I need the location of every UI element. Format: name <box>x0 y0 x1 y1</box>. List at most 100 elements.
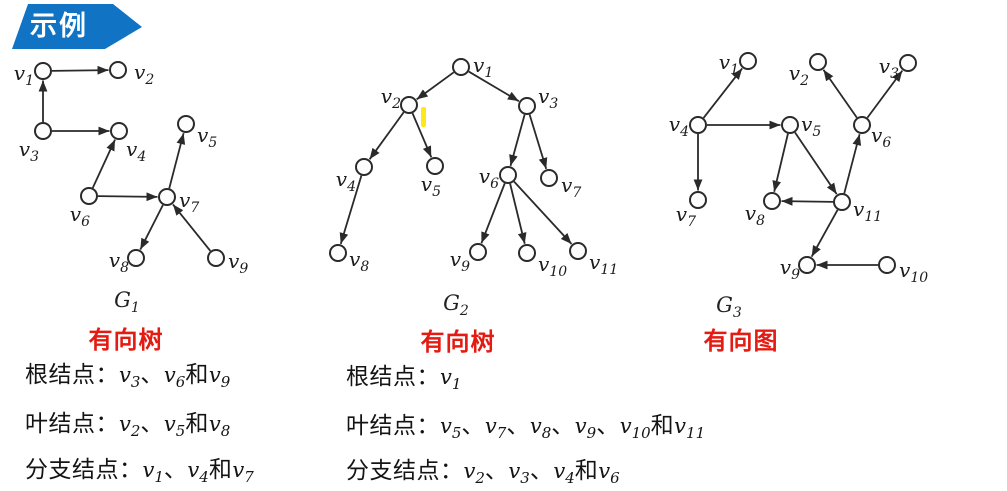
note-root-nodes-g1: 根结点：v3、v6和v9 <box>25 361 231 392</box>
graph-type-label-g1: 有向树 <box>88 327 164 354</box>
node-label-v2-g3: v2 <box>789 61 809 89</box>
node-label-v1-g3: v1 <box>719 50 739 78</box>
edge-v5-v11-g3 <box>794 131 838 195</box>
node-v9-g2 <box>469 243 487 261</box>
vertex-ref: v8 <box>529 414 552 443</box>
vertex-ref: v2 <box>119 412 141 441</box>
vertex-ref: v6 <box>163 363 186 392</box>
node-v2-g1 <box>109 61 127 79</box>
node-v10-g2 <box>518 244 536 262</box>
graph-caption-g1: G1 <box>114 288 140 317</box>
vertex-ref: v4 <box>187 458 209 487</box>
node-v2-g3 <box>809 53 827 71</box>
node-label-v3-g3: v3 <box>879 54 899 82</box>
graph-caption-g3: G3 <box>716 293 742 322</box>
node-v7-g1 <box>158 188 176 206</box>
vertex-ref: v10 <box>619 414 651 443</box>
vertex-ref: v5 <box>163 412 186 441</box>
edge-v1-v2-g1 <box>51 65 109 75</box>
vertex-ref: v8 <box>208 412 231 441</box>
node-label-v4-g3: v4 <box>669 112 689 140</box>
node-label-v10-g3: v10 <box>899 258 928 286</box>
edge-v6-v7-g1 <box>97 192 158 202</box>
node-label-v6-g2: v6 <box>479 164 499 192</box>
note-root-nodes-g2: 根结点：v1 <box>346 363 462 394</box>
vertex-ref: v3 <box>508 459 530 488</box>
node-label-v8-g3: v8 <box>745 201 765 229</box>
node-v3-g1 <box>34 122 52 140</box>
vertex-ref: v2 <box>463 459 485 488</box>
edge-v6-v10-g2 <box>509 183 527 244</box>
node-v4-g3 <box>689 116 707 134</box>
node-label-v5-g2: v5 <box>421 172 441 200</box>
vertex-ref: v9 <box>208 363 231 392</box>
node-v3-g3 <box>899 54 917 72</box>
edge-v9-v7-g1 <box>172 203 212 252</box>
node-label-v1-g1: v1 <box>14 61 34 89</box>
node-v11-g2 <box>569 242 587 260</box>
vertex-ref: v11 <box>674 414 706 443</box>
edge-v11-v6-g3 <box>843 133 862 194</box>
node-label-v11-g3: v11 <box>853 197 882 225</box>
node-label-v8-g2: v8 <box>349 247 369 275</box>
node-label-v4-g2: v4 <box>336 167 356 195</box>
node-v8-g2 <box>329 244 347 262</box>
node-v9-g1 <box>207 249 225 267</box>
edge-v4-v8-g2 <box>339 175 363 245</box>
note-leaf-nodes-g1: 叶结点：v2、v5和v8 <box>25 410 231 441</box>
vertex-ref: v7 <box>484 414 507 443</box>
edge-v7-v5-g1 <box>168 132 186 189</box>
edge-v3-v6-g2 <box>509 114 526 167</box>
node-label-v5-g3: v5 <box>801 112 821 140</box>
node-v6-g2 <box>499 166 517 184</box>
edge-v6-v11-g2 <box>513 181 573 245</box>
node-v1-g1 <box>34 62 52 80</box>
node-label-v9-g2: v9 <box>450 247 470 275</box>
node-label-v8-g1: v8 <box>109 248 129 276</box>
vertex-ref: v7 <box>232 458 254 487</box>
edge-v11-v9-g3 <box>810 209 839 258</box>
node-label-v11-g2: v11 <box>589 250 618 278</box>
edge-v2-v4-g2 <box>368 111 405 160</box>
node-label-v3-g2: v3 <box>538 84 558 112</box>
node-label-v3-g1: v3 <box>19 137 39 165</box>
example-badge: 示例 <box>12 4 142 49</box>
node-label-v2-g2: v2 <box>381 84 401 112</box>
edge-v1-v2-g2 <box>416 71 455 101</box>
node-v7-g2 <box>540 169 558 187</box>
node-v4-g2 <box>355 158 373 176</box>
node-v5-g1 <box>177 115 195 133</box>
edge-v6-v3-g3 <box>866 70 904 119</box>
edge-v4-v1-g3 <box>702 67 743 119</box>
node-label-v2-g1: v2 <box>134 60 154 88</box>
node-v8-g1 <box>127 249 145 267</box>
node-label-v4-g1: v4 <box>126 137 146 165</box>
edge-v6-v2-g3 <box>822 69 858 119</box>
node-v3-g2 <box>518 97 536 115</box>
edge-v6-v4-g1 <box>91 139 116 189</box>
edge-v11-v8-g3 <box>781 196 834 206</box>
graph-caption-g2: G2 <box>443 291 469 320</box>
node-v6-g1 <box>80 187 98 205</box>
note-branch-nodes-g2: 分支结点：v2、v3、v4和v6 <box>346 457 620 488</box>
node-v1-g3 <box>739 52 757 70</box>
vertex-ref: v1 <box>142 458 164 487</box>
node-v4-g1 <box>110 122 128 140</box>
node-v8-g3 <box>763 192 781 210</box>
edge-v3-v7-g2 <box>528 114 548 170</box>
node-label-v10-g2: v10 <box>538 252 567 280</box>
node-label-v7-g2: v7 <box>561 173 581 201</box>
node-label-v6-g3: v6 <box>871 123 891 151</box>
node-v11-g3 <box>833 193 851 211</box>
note-branch-nodes-g1: 分支结点：v1、v4和v7 <box>25 456 254 487</box>
node-v5-g3 <box>781 116 799 134</box>
node-v2-g2 <box>400 96 418 114</box>
node-v1-g2 <box>452 58 470 76</box>
vertex-ref: v3 <box>119 363 141 392</box>
vertex-ref: v5 <box>440 414 462 443</box>
graph-type-label-g3: 有向图 <box>703 328 779 355</box>
edge-v7-v8-g1 <box>139 204 164 250</box>
edge-v5-v8-g3 <box>772 133 789 192</box>
edge-v1-v3-g2 <box>468 70 520 102</box>
